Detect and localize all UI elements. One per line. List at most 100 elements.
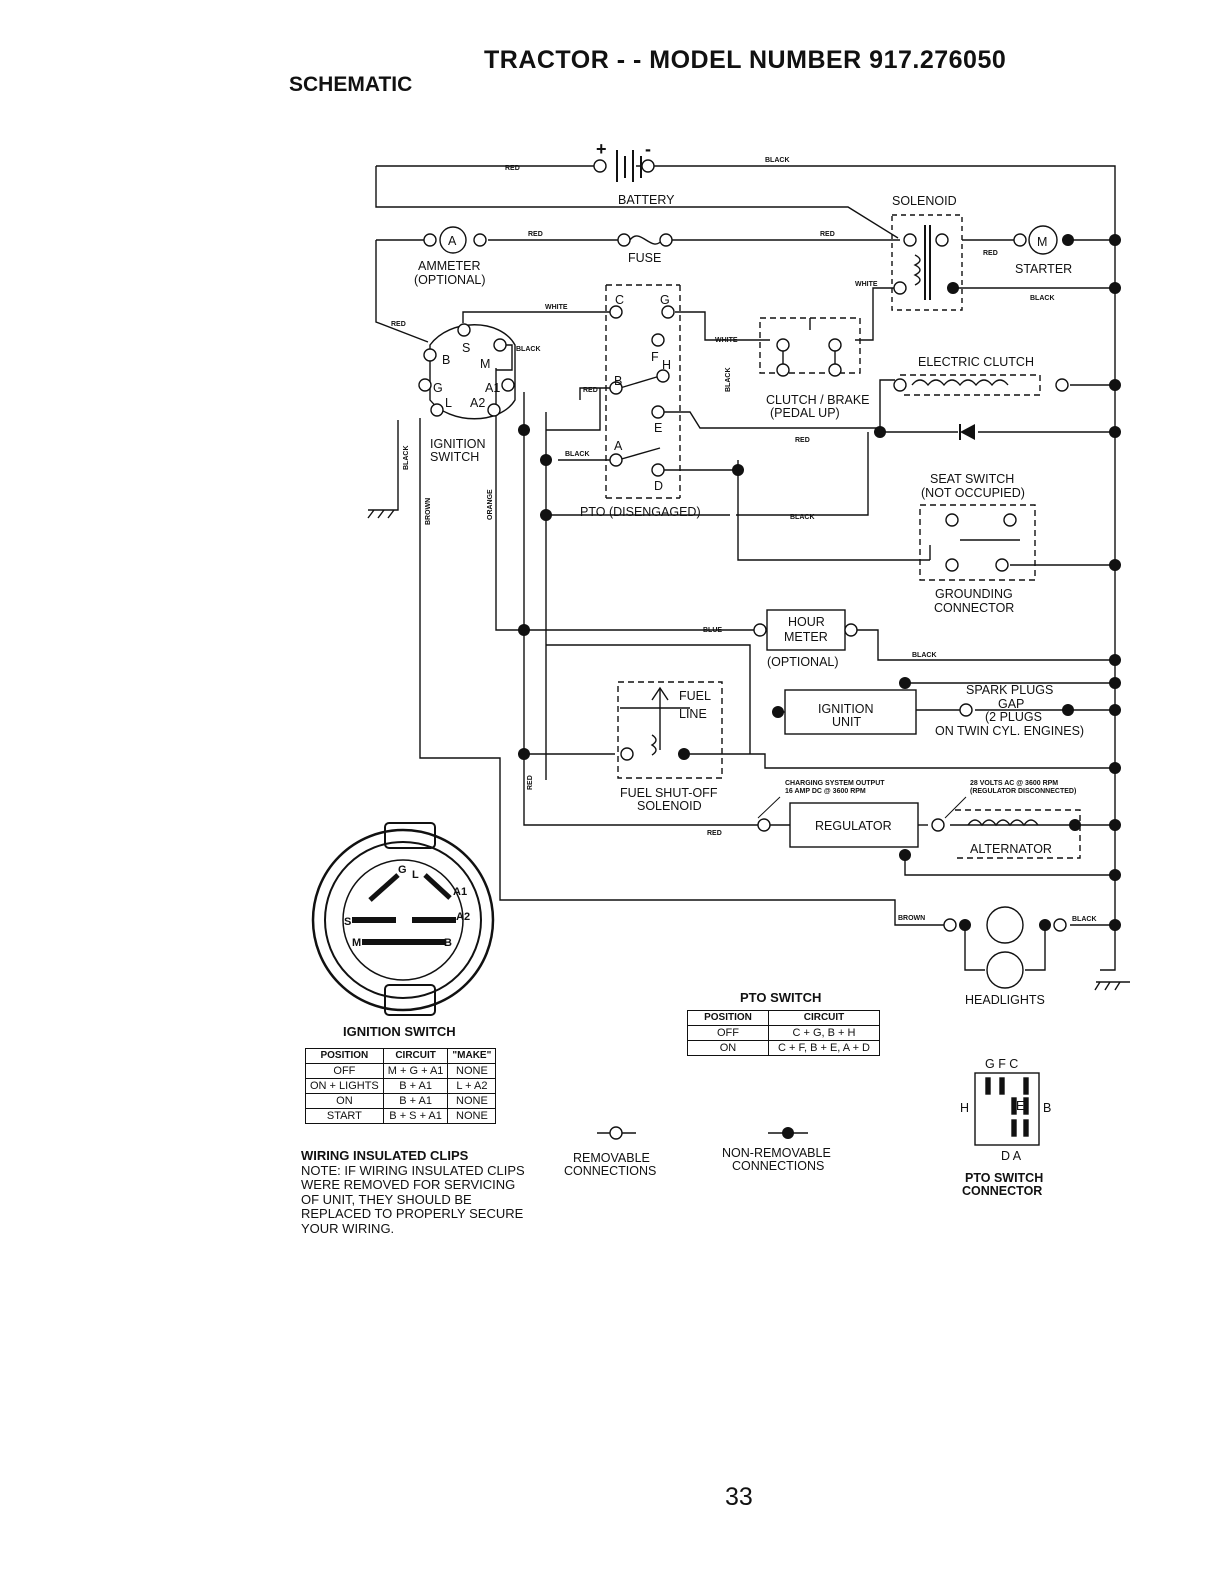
pto-cell: ON xyxy=(687,1040,769,1056)
non-removable-connection-symbol xyxy=(768,1127,808,1139)
face-a2: A2 xyxy=(456,911,470,923)
battery-plus: + xyxy=(596,139,607,159)
seat-switch-label-1: SEAT SWITCH xyxy=(930,472,1014,486)
pto-terminal-e: E xyxy=(654,421,662,435)
wire-label-red-battery: RED xyxy=(505,165,520,172)
table-row: OFF M + G + A1 NONE xyxy=(305,1063,497,1079)
table-row: START B + S + A1 NONE xyxy=(305,1108,497,1124)
pto-cell: C + G, B + H xyxy=(768,1025,880,1041)
headlights-symbol xyxy=(943,906,1067,989)
fuel-shutoff-label-2: SOLENOID xyxy=(637,799,702,813)
solenoid-ground-node xyxy=(947,282,959,294)
pto-terminal-b: B xyxy=(614,374,622,388)
pto-switch-terminals xyxy=(609,305,675,477)
ign-cell: NONE xyxy=(447,1093,497,1109)
ign-cell: ON + LIGHTS xyxy=(305,1078,384,1094)
table-row: ON + LIGHTS B + A1 L + A2 xyxy=(305,1078,497,1094)
note-heading: WIRING INSULATED CLIPS xyxy=(301,1148,469,1163)
ign-header-circuit: CIRCUIT xyxy=(382,1048,449,1064)
wire-label-blue: BLUE xyxy=(703,627,722,634)
pto-terminal-g: G xyxy=(660,293,670,307)
ignition-unit-node xyxy=(772,706,784,718)
pto-table-caption: PTO SWITCH xyxy=(740,990,822,1005)
regulator-label: REGULATOR xyxy=(815,819,892,833)
battery-minus: - xyxy=(645,139,651,159)
charging-label-2: 16 AMP DC @ 3600 RPM xyxy=(785,788,866,795)
hour-meter-symbol xyxy=(753,609,858,651)
wire-label-black-ground: BLACK xyxy=(403,446,410,471)
hour-meter-label-1: HOUR xyxy=(788,615,825,629)
ign-cell: B + A1 xyxy=(382,1078,449,1094)
connector-b: B xyxy=(1043,1101,1051,1115)
fuel-line-label-1: FUEL xyxy=(679,689,711,703)
wires xyxy=(367,165,1130,991)
ign-cell: NONE xyxy=(447,1063,497,1079)
clutch-brake-terminals xyxy=(776,338,842,377)
pto-terminal-h: H xyxy=(662,358,671,372)
ign-header-position: POSITION xyxy=(305,1048,384,1064)
pto-switch-table: POSITION CIRCUIT OFF C + G, B + H ON C +… xyxy=(687,1010,880,1056)
fuel-shutoff-label-1: FUEL SHUT-OFF xyxy=(620,786,718,800)
face-l: L xyxy=(412,869,419,881)
battery-label: BATTERY xyxy=(618,193,675,207)
ign-cell: B + S + A1 xyxy=(382,1108,449,1124)
wire-label-black-hour: BLACK xyxy=(912,652,937,659)
wire-label-red-pto: RED xyxy=(583,387,598,394)
pto-terminal-f: F xyxy=(651,350,659,364)
ign-header-make: "MAKE" xyxy=(447,1048,497,1064)
electric-clutch-label: ELECTRIC CLUTCH xyxy=(918,355,1034,369)
fuse-symbol xyxy=(617,233,673,247)
wire-label-black-lights: BLACK xyxy=(1072,916,1097,923)
connector-top-letters: G F C xyxy=(985,1057,1018,1071)
ign-terminal-l: L xyxy=(445,396,452,410)
wire-label-black-vert: BLACK xyxy=(725,368,732,393)
pto-cell: C + F, B + E, A + D xyxy=(768,1040,880,1056)
spark-plug-terminal xyxy=(959,703,973,717)
regulator-out-terminal xyxy=(931,818,945,832)
ign-terminal-m: M xyxy=(480,357,490,371)
face-g: G xyxy=(398,864,407,876)
starter-letter: M xyxy=(1037,235,1047,249)
alternator-label: ALTERNATOR xyxy=(970,842,1052,856)
ign-cell: START xyxy=(305,1108,384,1124)
diode-node xyxy=(874,426,886,438)
nonremovable-label-1: NON-REMOVABLE xyxy=(722,1146,831,1160)
ammeter-label: AMMETER xyxy=(418,259,481,273)
regulator-ground-node xyxy=(899,849,911,861)
connector-e: E xyxy=(1016,1099,1024,1113)
wire-label-black-starter: BLACK xyxy=(1030,295,1055,302)
hour-meter-optional: (OPTIONAL) xyxy=(767,655,839,669)
diode-symbol xyxy=(959,424,975,440)
pto-connector-label-2: CONNECTOR xyxy=(962,1184,1042,1198)
regulator-in-terminal xyxy=(757,818,771,832)
ign-cell: B + A1 xyxy=(382,1093,449,1109)
wire-label-white-solenoid: WHITE xyxy=(855,281,878,288)
pto-terminal-d: D xyxy=(654,479,663,493)
ignition-switch-table: POSITION CIRCUIT "MAKE" OFF M + G + A1 N… xyxy=(305,1048,497,1124)
ign-cell: NONE xyxy=(447,1108,497,1124)
fuel-solenoid-node xyxy=(678,748,690,760)
starter-node xyxy=(1062,234,1074,246)
clutch-brake-label-1: CLUTCH / BRAKE xyxy=(766,393,870,407)
removable-connection-symbol xyxy=(597,1126,636,1140)
hour-meter-label-2: METER xyxy=(784,630,828,644)
pto-connector-symbol xyxy=(974,1072,1040,1146)
ignition-unit-box xyxy=(784,689,917,735)
spark-label-2: GAP xyxy=(998,697,1024,711)
alternator-coil xyxy=(967,819,1039,827)
wire-label-red-fuse: RED xyxy=(528,231,543,238)
right-bus-nodes xyxy=(1109,234,1121,931)
pto-header-position: POSITION xyxy=(687,1010,769,1026)
fuse-label: FUSE xyxy=(628,251,661,265)
fuel-solenoid-symbol xyxy=(620,686,690,761)
face-m: M xyxy=(352,937,361,949)
wire-label-brown-lights: BROWN xyxy=(898,915,925,922)
ignition-unit-top-node xyxy=(899,677,911,689)
wire-label-black-battery: BLACK xyxy=(765,157,790,164)
spark-label-3: (2 PLUGS xyxy=(985,710,1042,724)
removable-label-2: CONNECTIONS xyxy=(564,1164,656,1178)
headlight-node-right xyxy=(1039,919,1051,931)
grounding-label-1: GROUNDING xyxy=(935,587,1013,601)
clutch-brake-label-2: (PEDAL UP) xyxy=(770,406,840,420)
ign-terminal-s: S xyxy=(462,341,470,355)
